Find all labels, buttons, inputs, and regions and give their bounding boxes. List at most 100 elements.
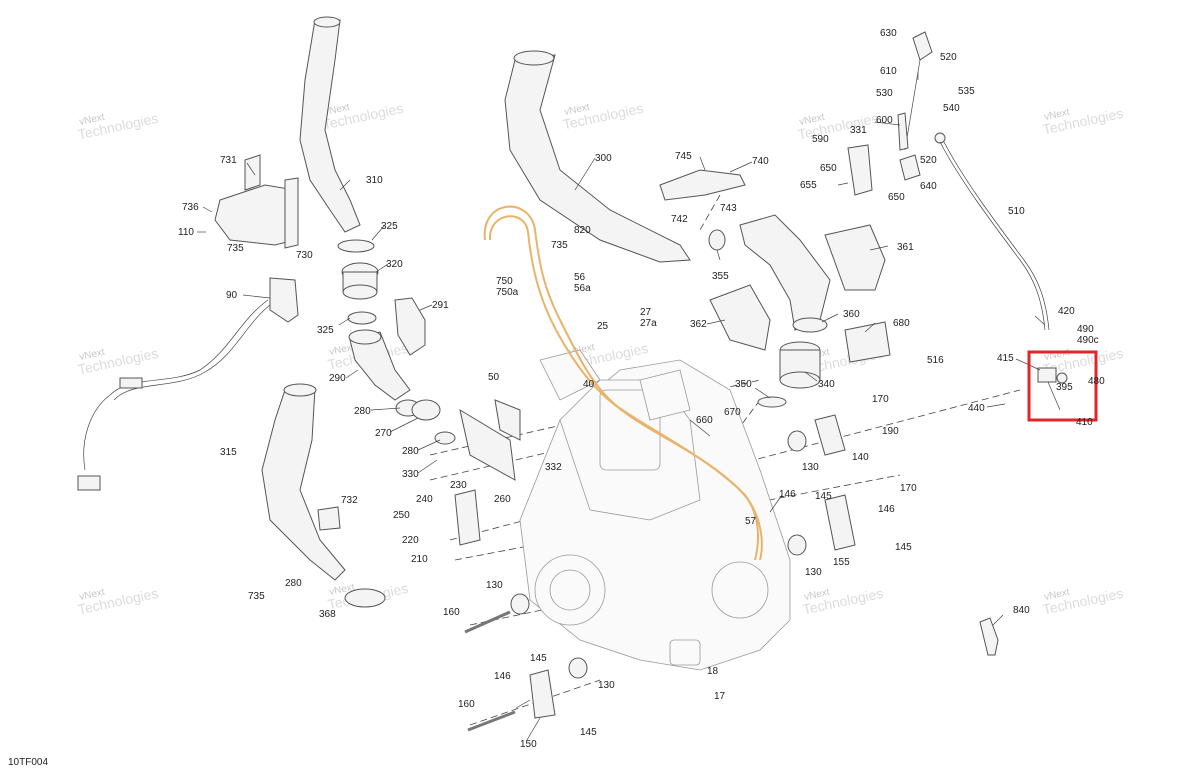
callout-210[interactable]: 210 bbox=[411, 554, 428, 565]
callout-520[interactable]: 520 bbox=[920, 155, 937, 166]
callout-240[interactable]: 240 bbox=[416, 494, 433, 505]
callout-540[interactable]: 540 bbox=[943, 103, 960, 114]
callout-670[interactable]: 670 bbox=[724, 407, 741, 418]
callout-820[interactable]: 820 bbox=[574, 225, 591, 236]
callout-350[interactable]: 350 bbox=[735, 379, 752, 390]
callout-145[interactable]: 145 bbox=[895, 542, 912, 553]
callout-27a[interactable]: 27a bbox=[640, 318, 657, 329]
callout-730[interactable]: 730 bbox=[296, 250, 313, 261]
callout-735[interactable]: 735 bbox=[551, 240, 568, 251]
callout-680[interactable]: 680 bbox=[893, 318, 910, 329]
callout-310[interactable]: 310 bbox=[366, 175, 383, 186]
callout-130[interactable]: 130 bbox=[802, 462, 819, 473]
callout-150[interactable]: 150 bbox=[520, 739, 537, 750]
callout-140[interactable]: 140 bbox=[852, 452, 869, 463]
callout-420[interactable]: 420 bbox=[1058, 306, 1075, 317]
callout-130[interactable]: 130 bbox=[598, 680, 615, 691]
callout-57[interactable]: 57 bbox=[745, 516, 757, 527]
callout-145[interactable]: 145 bbox=[580, 727, 597, 738]
callout-90[interactable]: 90 bbox=[226, 290, 238, 301]
callout-530[interactable]: 530 bbox=[876, 88, 893, 99]
callout-736[interactable]: 736 bbox=[182, 202, 199, 213]
callout-170[interactable]: 170 bbox=[900, 483, 917, 494]
callout-840[interactable]: 840 bbox=[1013, 605, 1030, 616]
callout-332[interactable]: 332 bbox=[545, 462, 562, 473]
callout-732[interactable]: 732 bbox=[341, 495, 358, 506]
callout-355[interactable]: 355 bbox=[712, 271, 729, 282]
callout-145[interactable]: 145 bbox=[530, 653, 547, 664]
callout-320[interactable]: 320 bbox=[386, 259, 403, 270]
callout-735[interactable]: 735 bbox=[227, 243, 244, 254]
callout-340[interactable]: 340 bbox=[818, 379, 835, 390]
callout-590[interactable]: 590 bbox=[812, 134, 829, 145]
callout-410[interactable]: 410 bbox=[1076, 417, 1093, 428]
callout-535[interactable]: 535 bbox=[958, 86, 975, 97]
callout-395[interactable]: 395 bbox=[1056, 382, 1073, 393]
callout-40[interactable]: 40 bbox=[583, 379, 595, 390]
callout-300[interactable]: 300 bbox=[595, 153, 612, 164]
callout-655[interactable]: 655 bbox=[800, 180, 817, 191]
callout-630[interactable]: 630 bbox=[880, 28, 897, 39]
callout-360[interactable]: 360 bbox=[843, 309, 860, 320]
callout-220[interactable]: 220 bbox=[402, 535, 419, 546]
callout-516[interactable]: 516 bbox=[927, 355, 944, 366]
callout-650[interactable]: 650 bbox=[888, 192, 905, 203]
callout-17[interactable]: 17 bbox=[714, 691, 726, 702]
callout-490[interactable]: 490 bbox=[1077, 324, 1094, 335]
callout-330[interactable]: 330 bbox=[402, 469, 419, 480]
callout-260[interactable]: 260 bbox=[494, 494, 511, 505]
callout-480[interactable]: 480 bbox=[1088, 376, 1105, 387]
callout-270[interactable]: 270 bbox=[375, 428, 392, 439]
callout-56a[interactable]: 56a bbox=[574, 283, 591, 294]
callout-50[interactable]: 50 bbox=[488, 372, 500, 383]
callout-742[interactable]: 742 bbox=[671, 214, 688, 225]
callout-130[interactable]: 130 bbox=[805, 567, 822, 578]
callout-145[interactable]: 145 bbox=[815, 491, 832, 502]
callout-331[interactable]: 331 bbox=[850, 125, 867, 136]
callout-25[interactable]: 25 bbox=[597, 321, 609, 332]
callout-315[interactable]: 315 bbox=[220, 447, 237, 458]
callout-510[interactable]: 510 bbox=[1008, 206, 1025, 217]
callout-745[interactable]: 745 bbox=[675, 151, 692, 162]
callout-146[interactable]: 146 bbox=[779, 489, 796, 500]
callout-368[interactable]: 368 bbox=[319, 609, 336, 620]
callout-750[interactable]: 750 bbox=[496, 276, 513, 287]
callout-743[interactable]: 743 bbox=[720, 203, 737, 214]
callout-361[interactable]: 361 bbox=[897, 242, 914, 253]
callout-325[interactable]: 325 bbox=[317, 325, 334, 336]
callout-160[interactable]: 160 bbox=[443, 607, 460, 618]
callout-290[interactable]: 290 bbox=[329, 373, 346, 384]
callout-280[interactable]: 280 bbox=[402, 446, 419, 457]
callout-325[interactable]: 325 bbox=[381, 221, 398, 232]
callout-291[interactable]: 291 bbox=[432, 300, 449, 311]
callout-130[interactable]: 130 bbox=[486, 580, 503, 591]
callout-490c[interactable]: 490c bbox=[1077, 335, 1099, 346]
callout-230[interactable]: 230 bbox=[450, 480, 467, 491]
callout-190[interactable]: 190 bbox=[882, 426, 899, 437]
callout-750a[interactable]: 750a bbox=[496, 287, 519, 298]
callout-740[interactable]: 740 bbox=[752, 156, 769, 167]
callout-170[interactable]: 170 bbox=[872, 394, 889, 405]
callout-160[interactable]: 160 bbox=[458, 699, 475, 710]
callout-362[interactable]: 362 bbox=[690, 319, 707, 330]
callout-731[interactable]: 731 bbox=[220, 155, 237, 166]
callout-280[interactable]: 280 bbox=[354, 406, 371, 417]
callout-146[interactable]: 146 bbox=[494, 671, 511, 682]
callout-650[interactable]: 650 bbox=[820, 163, 837, 174]
callout-18[interactable]: 18 bbox=[707, 666, 719, 677]
callout-600[interactable]: 600 bbox=[876, 115, 893, 126]
callout-27[interactable]: 27 bbox=[640, 307, 652, 318]
callout-610[interactable]: 610 bbox=[880, 66, 897, 77]
callout-520[interactable]: 520 bbox=[940, 52, 957, 63]
callout-110[interactable]: 110 bbox=[178, 227, 194, 238]
callout-660[interactable]: 660 bbox=[696, 415, 713, 426]
callout-415[interactable]: 415 bbox=[997, 353, 1014, 364]
callout-56[interactable]: 56 bbox=[574, 272, 586, 283]
callout-280[interactable]: 280 bbox=[285, 578, 302, 589]
callout-440[interactable]: 440 bbox=[968, 403, 985, 414]
callout-735[interactable]: 735 bbox=[248, 591, 265, 602]
callout-155[interactable]: 155 bbox=[833, 557, 850, 568]
callout-640[interactable]: 640 bbox=[920, 181, 937, 192]
callout-146[interactable]: 146 bbox=[878, 504, 895, 515]
callout-250[interactable]: 250 bbox=[393, 510, 410, 521]
